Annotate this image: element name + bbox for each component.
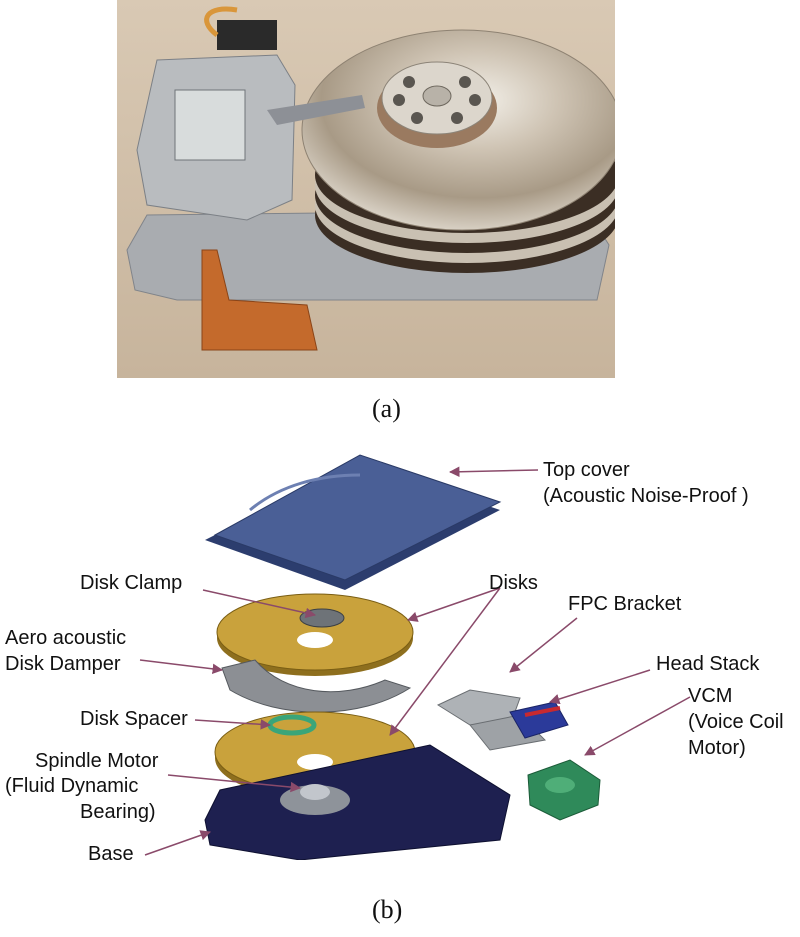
label-aero-2: Disk Damper — [5, 653, 121, 675]
caption-b: (b) — [372, 895, 403, 924]
head-stack — [436, 689, 569, 751]
vcm — [527, 759, 601, 821]
label-vcm-2: (Voice Coil — [688, 711, 784, 733]
label-top-cover: Top cover — [543, 459, 630, 481]
label-head-stack: Head Stack — [656, 653, 760, 675]
label-fpc-bracket: FPC Bracket — [568, 593, 682, 615]
top-cover — [205, 454, 502, 590]
label-spindle-3: Bearing) — [80, 801, 156, 823]
exploded-diagram: Top cover (Acoustic Noise-Proof ) Disk C… — [5, 454, 784, 860]
label-base: Base — [88, 843, 134, 860]
label-aero-1: Aero acoustic — [5, 627, 126, 649]
label-vcm-3: Motor) — [688, 737, 746, 759]
base — [204, 744, 511, 860]
label-spindle-2: (Fluid Dynamic — [5, 775, 138, 797]
label-vcm-1: VCM — [688, 685, 732, 707]
disk-damper — [221, 659, 412, 713]
label-disk-spacer: Disk Spacer — [80, 708, 188, 730]
upper-disk — [216, 593, 414, 676]
label-spindle-1: Spindle Motor — [35, 750, 159, 772]
label-disks: Disks — [489, 572, 538, 594]
label-top-cover-sub: (Acoustic Noise-Proof ) — [543, 485, 749, 507]
label-disk-clamp: Disk Clamp — [80, 572, 182, 594]
caption-a: (a) — [372, 394, 401, 423]
hdd-photo — [117, 0, 615, 378]
